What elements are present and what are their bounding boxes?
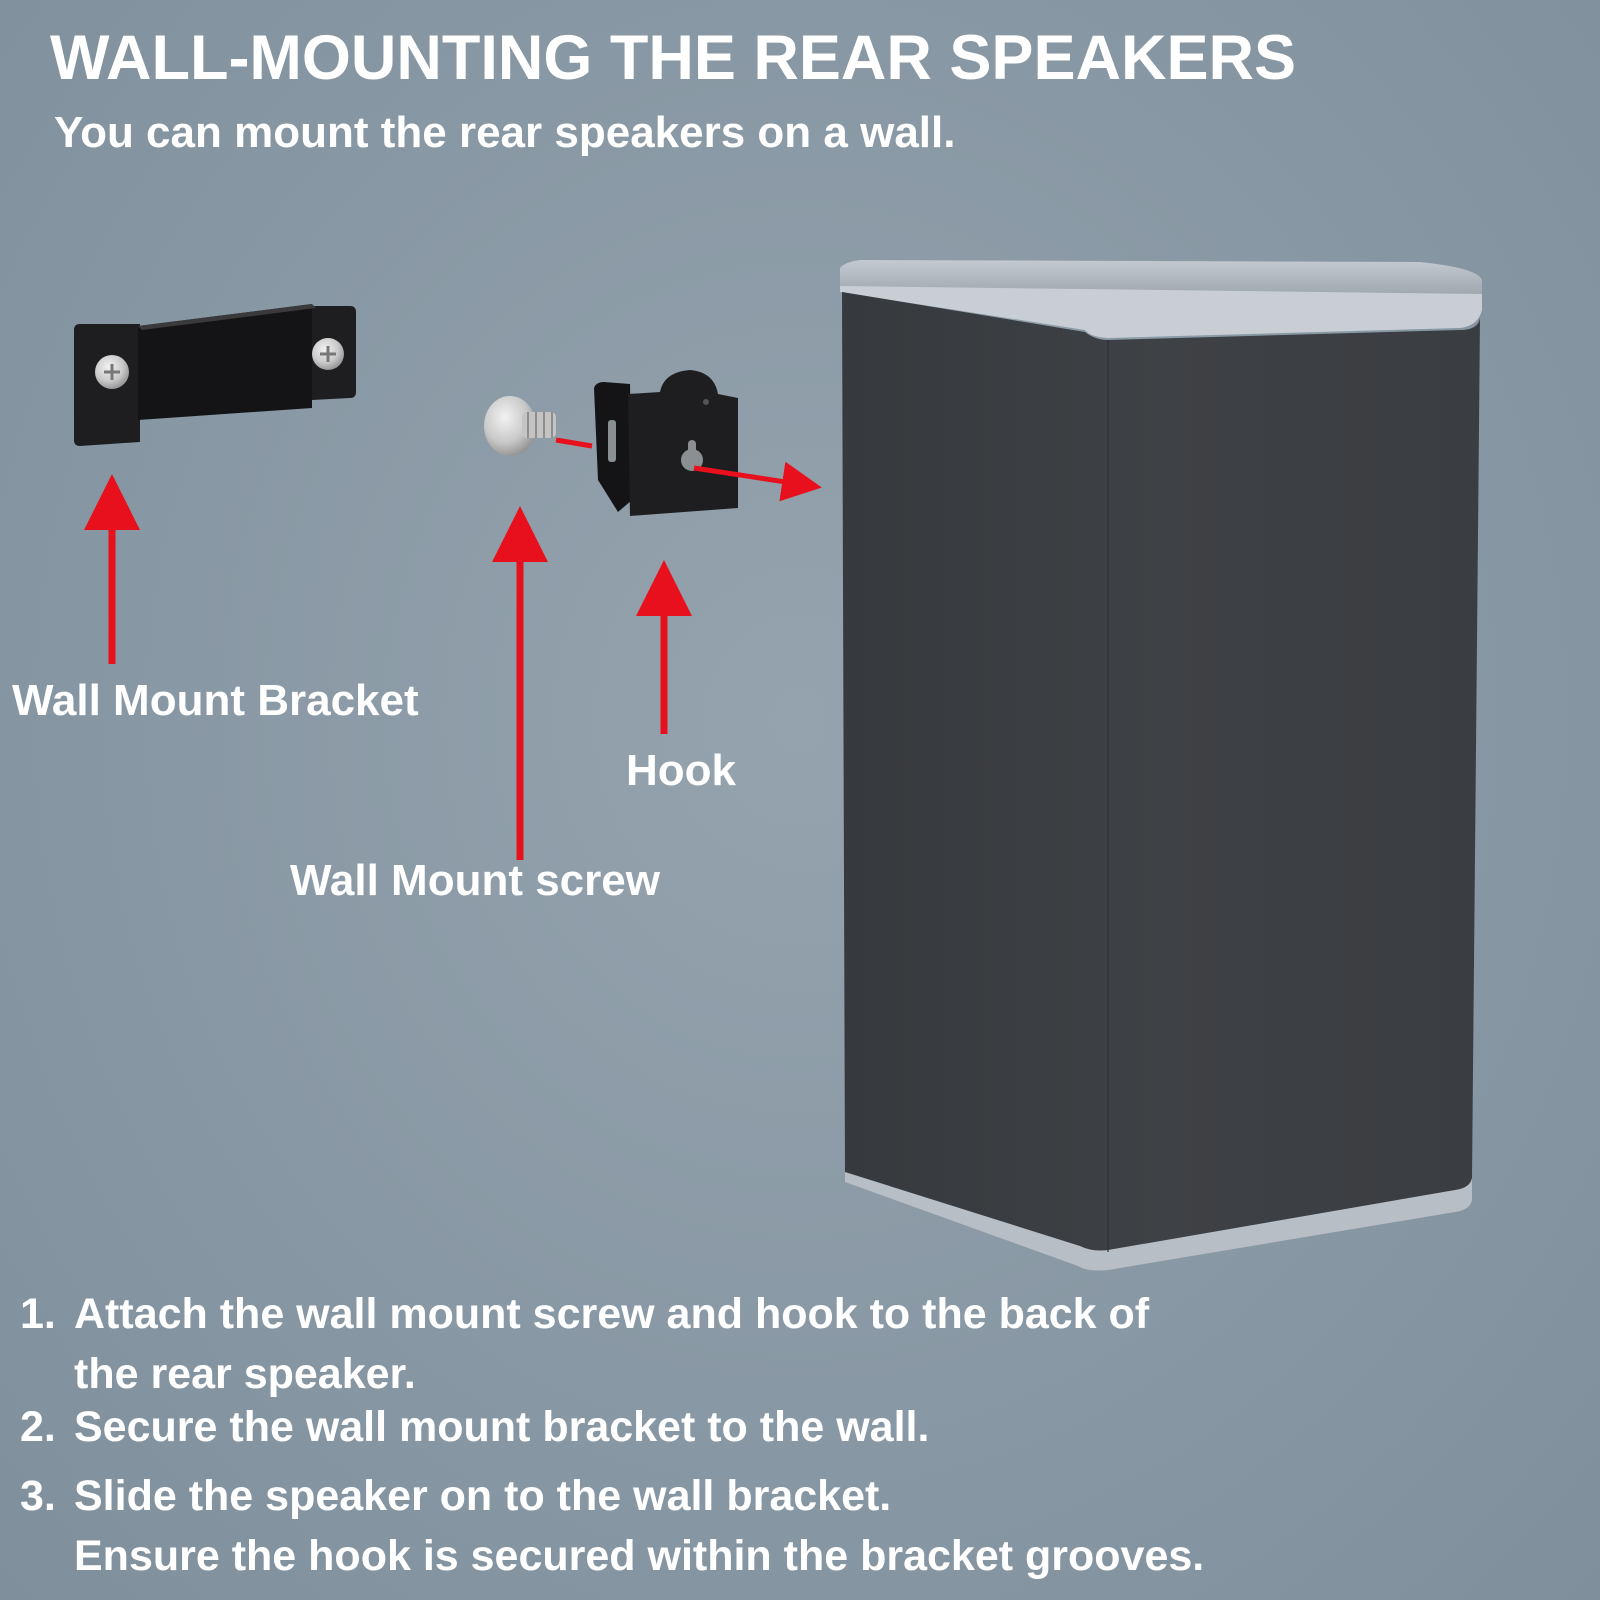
label-hook: Hook	[626, 746, 736, 795]
instruction-step-3: 3. Slide the speaker on to the wall brack…	[20, 1466, 1204, 1586]
screw-thread	[522, 412, 556, 438]
step-number: 2.	[20, 1403, 56, 1451]
pointer-arrows	[84, 437, 822, 860]
step-number: 1.	[20, 1290, 56, 1338]
hook	[594, 370, 738, 516]
label-wall-mount-bracket: Wall Mount Bracket	[12, 676, 419, 725]
wall-mount-bracket	[74, 304, 356, 446]
page-subtitle: You can mount the rear speakers on a wal…	[54, 108, 956, 157]
instruction-step-1: 1. Attach the wall mount screw and hook t…	[20, 1284, 1149, 1404]
speaker-bottom-trim	[845, 1172, 1472, 1271]
wall-mount-screw	[484, 396, 556, 456]
page-title: WALL-MOUNTING THE REAR SPEAKERS	[50, 23, 1297, 93]
rear-speaker	[840, 260, 1482, 1271]
arrow-screw-to-hook	[555, 437, 593, 449]
speaker-body	[842, 292, 1480, 1253]
step-text: Slide the speaker on to the wall bracket…	[74, 1472, 892, 1520]
arrow-hook-to-speaker	[693, 461, 822, 502]
speaker-top-trim	[840, 286, 1482, 338]
step-number: 3.	[20, 1472, 56, 1520]
screw-head	[484, 396, 536, 456]
instruction-step-2: 2. Secure the wall mount bracket to the w…	[20, 1403, 929, 1452]
step-text: Attach the wall mount screw and hook to …	[74, 1290, 1150, 1338]
bracket-channel	[138, 304, 312, 420]
label-wall-mount-screw: Wall Mount screw	[290, 856, 660, 905]
step-text-continued: Ensure the hook is secured within the br…	[74, 1532, 1205, 1580]
hook-plate	[628, 370, 738, 516]
speaker-top-face	[840, 260, 1482, 296]
step-text-continued: the rear speaker.	[74, 1350, 416, 1398]
step-text: Secure the wall mount bracket to the wal…	[74, 1403, 930, 1451]
